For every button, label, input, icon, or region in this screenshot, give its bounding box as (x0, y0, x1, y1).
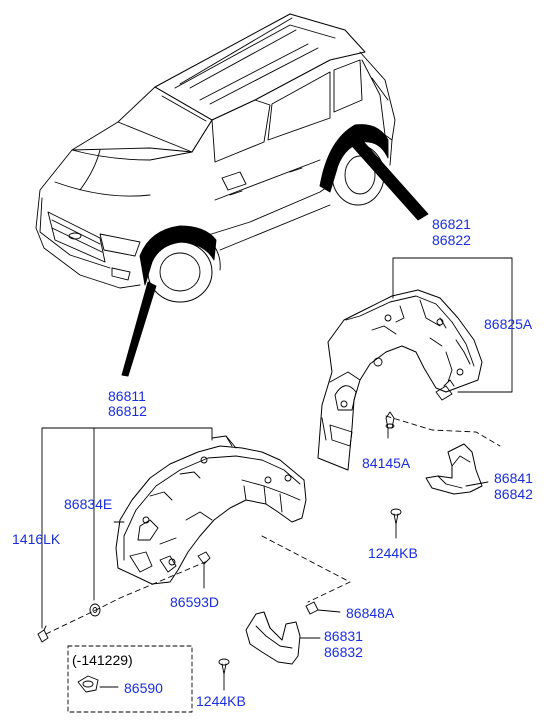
rear-liner-bolt (435, 379, 455, 401)
rear-screw-part (390, 508, 402, 525)
date-note-label: (-141229) (72, 652, 133, 668)
callout-rear-liner-b[interactable]: 86822 (432, 232, 471, 248)
callout-front-bolt[interactable]: 86848A (346, 605, 395, 621)
rear-clip-part (385, 411, 395, 429)
front-liner-bracket (41, 427, 213, 629)
callout-grommet[interactable]: 86590 (124, 680, 163, 696)
front-mudguard-part (245, 611, 301, 665)
date-note-box (67, 645, 193, 713)
front-pointer-ray (121, 281, 157, 377)
callout-front-washer[interactable]: 86834E (64, 496, 113, 512)
callout-front-liner-b[interactable]: 86812 (108, 403, 147, 419)
rear-dashed-line (385, 415, 501, 447)
callout-rear-mudguard-a[interactable]: 86841 (494, 470, 533, 486)
callout-front-liner-a[interactable]: 86811 (108, 388, 146, 404)
front-wheel-liner (115, 435, 307, 585)
callout-rear-mudguard-b[interactable]: 86842 (494, 486, 533, 502)
callout-rear-screw[interactable]: 1244KB (368, 545, 418, 561)
vehicle-illustration (35, 13, 396, 303)
rear-pointer-ray (351, 139, 429, 221)
rear-mudguard-part (425, 443, 483, 495)
front-dashed-line (45, 535, 351, 635)
grommet-part (77, 675, 99, 693)
callout-front-screw[interactable]: 1244KB (196, 693, 246, 709)
callout-rear-clip[interactable]: 84145A (362, 455, 411, 471)
callout-front-mudguard-b[interactable]: 86832 (324, 644, 363, 660)
front-nut-part (197, 551, 211, 575)
front-bolt-part (305, 601, 341, 615)
rear-mudguard-leader (465, 481, 489, 487)
front-screw-part (218, 658, 230, 675)
callout-rear-liner-a[interactable]: 86821 (432, 216, 471, 232)
callout-rear-liner-rh[interactable]: 86825A (484, 316, 533, 332)
rear-liner-bracket (392, 257, 513, 393)
callout-front-mudguard-a[interactable]: 86831 (324, 628, 363, 644)
rear-wheel-liner (317, 289, 483, 471)
callout-front-nut[interactable]: 86593D (170, 594, 220, 610)
front-pin-part (37, 625, 49, 643)
callout-front-pin[interactable]: 1416LK (12, 531, 61, 547)
